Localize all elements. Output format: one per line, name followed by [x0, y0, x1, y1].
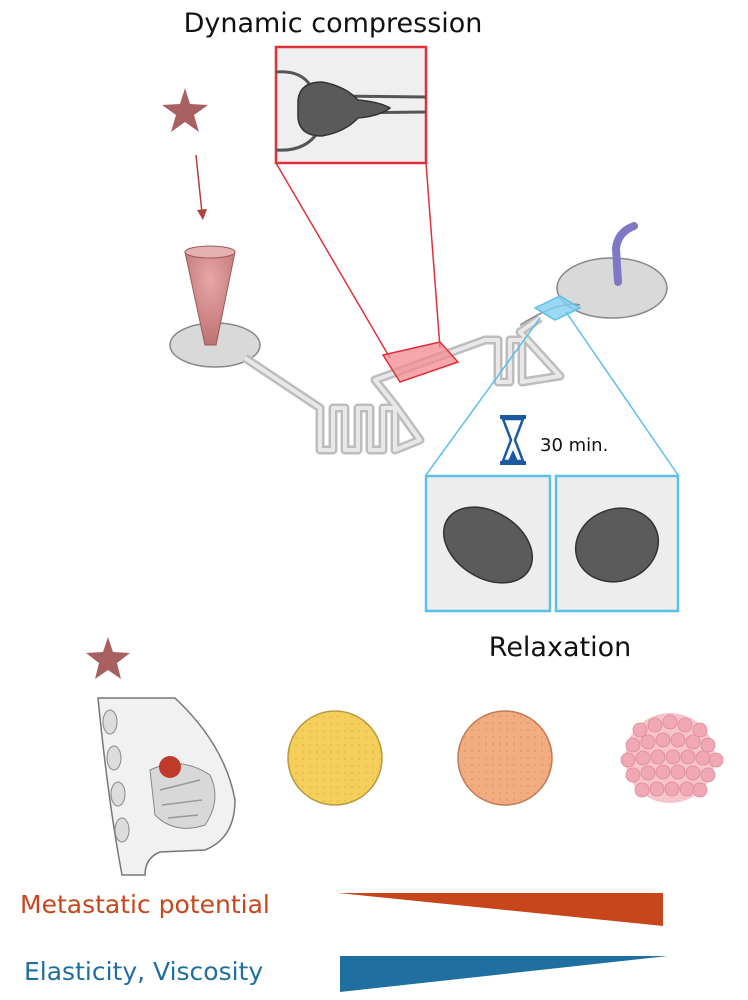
tumor-icon [159, 756, 181, 778]
elasticity-label: Elasticity, Viscosity [24, 957, 263, 986]
relaxation-image-2 [554, 474, 680, 613]
microfluidic-chip [169, 222, 668, 455]
relaxation-zoom-line-right [565, 311, 679, 476]
breast-illustration [97, 697, 236, 876]
compression-highlight [381, 341, 460, 383]
relaxation-highlight [533, 295, 582, 321]
metastatic-gradient-wedge [338, 893, 663, 926]
hourglass-icon [500, 415, 526, 465]
arrow-line [195, 154, 203, 214]
star-icon [162, 88, 208, 132]
star-icon [86, 637, 130, 679]
elasticity-gradient-wedge [340, 956, 668, 992]
arrow-head-icon [197, 209, 207, 220]
compression-zoom-line-right [425, 162, 441, 349]
pink-cell-cluster [620, 713, 724, 803]
compression-inset [274, 45, 428, 165]
peach-spheroid [457, 710, 553, 806]
relaxation-label: Relaxation [489, 632, 631, 663]
relaxation-image-1 [424, 474, 552, 613]
metastatic-label: Metastatic potential [20, 890, 270, 919]
yellow-spheroid [287, 710, 383, 806]
timer-label: 30 min. [540, 435, 608, 456]
pipette-cone-top [184, 245, 236, 259]
compression-zoom-line-left [275, 162, 391, 359]
title: Dynamic compression [184, 8, 483, 39]
relaxation-zoom-line-left [425, 317, 541, 476]
